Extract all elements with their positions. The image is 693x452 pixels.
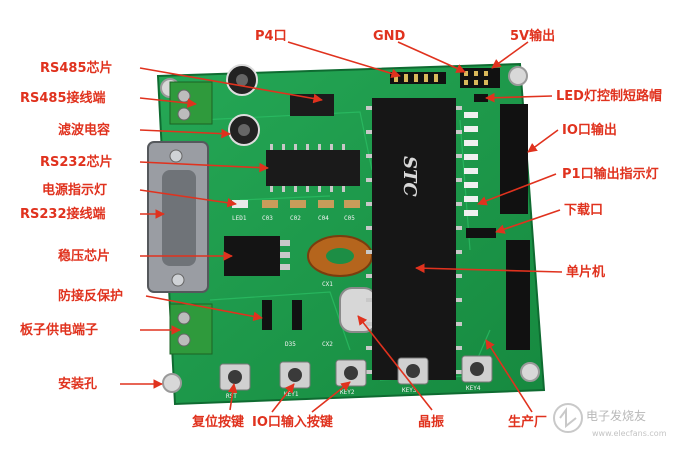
push-buttons: RST KEY1 KEY2 KEY3 KEY4: [219, 355, 493, 400]
download-header: [466, 228, 496, 238]
silk-c02: C02: [290, 215, 301, 222]
arrow-io-out: [527, 129, 559, 153]
label-download: 下载口: [564, 202, 603, 218]
toroidal-inductor: [307, 235, 373, 277]
arrow-gnd: [397, 41, 466, 73]
watermark-site: www.elecfans.com: [592, 429, 667, 438]
label-power-terminal: 板子供电端子: [20, 322, 98, 338]
watermark-brand: 电子发烧友: [586, 408, 646, 423]
label-rs485-terminal: RS485接线端: [20, 90, 106, 106]
rs232-chip: [266, 144, 360, 192]
label-p1-led: P1口输出指示灯: [562, 166, 659, 182]
silk-cx1: CX1: [322, 281, 333, 288]
label-rs232-terminal: RS232接线端: [20, 206, 106, 222]
arrow-p4: [287, 41, 401, 79]
label-reset-key: 复位按键: [191, 414, 244, 430]
label-rs232-chip: RS232芯片: [40, 154, 113, 170]
arrow-led-jumper: [485, 92, 553, 103]
label-mount-hole: 安装孔: [58, 376, 97, 392]
led-jumper-cap: [474, 94, 488, 102]
label-production: 生产厂: [508, 414, 547, 430]
label-p4: P4口: [255, 29, 287, 44]
silk-key4: KEY4: [466, 385, 481, 392]
label-filter-cap: 滤波电容: [58, 122, 110, 138]
arrow-power-led: [139, 189, 237, 208]
label-mcu: 单片机: [566, 264, 605, 280]
label-led-jumper: LED灯控制短路帽: [556, 88, 662, 104]
arrow-mcu: [415, 263, 563, 274]
key1-button: KEY1: [279, 361, 311, 398]
rs485-chip: [290, 94, 334, 116]
chip-brand-text: STC: [399, 156, 420, 197]
silk-cx2: CX2: [322, 341, 333, 348]
label-power-led: 电源指示灯: [42, 182, 107, 198]
arrow-p1-led: [477, 173, 557, 206]
silk-d35: D35: [285, 341, 296, 348]
arrow-rs232-chip: [139, 161, 269, 173]
silk-c05: C05: [344, 215, 355, 222]
watermark: 电子发烧友 www.elecfans.com: [553, 403, 667, 438]
arrow-rs485-terminal: [139, 97, 197, 108]
reverse-protection-diodes: D35: [262, 300, 302, 348]
arrow-io-key-1: [271, 383, 295, 413]
label-rs485-chip: RS485芯片: [40, 60, 113, 76]
smd-component-row: LED1 C03 C02 C04 C05: [232, 200, 360, 222]
label-crystal: 晶振: [418, 414, 444, 430]
arrow-reverse-protect: [145, 295, 263, 322]
label-io-key: IO口输入按键: [252, 414, 333, 430]
arrow-filter-cap: [139, 128, 231, 139]
silk-key3: KEY3: [402, 387, 417, 394]
top-pin-headers: [390, 68, 500, 88]
arrow-5v: [491, 41, 529, 69]
arrow-reset: [227, 383, 238, 411]
p1-led-column: [464, 112, 478, 216]
key2-button: KEY2: [335, 359, 367, 396]
arrow-crystal: [357, 315, 433, 411]
io-output-headers: [500, 104, 530, 350]
mcu-chip: STC: [366, 98, 462, 380]
label-io-output: IO口输出: [562, 122, 617, 138]
annotation-labels: P4口 GND 5V输出 RS485芯片 RS485接线端 滤波电容 RS232…: [20, 28, 662, 430]
silk-key1: KEY1: [284, 391, 299, 398]
board-power-terminal: [169, 303, 213, 355]
label-reverse-protect: 防接反保护: [58, 288, 123, 304]
silk-led1: LED1: [232, 215, 247, 222]
watermark-logo: [553, 403, 583, 433]
silk-c03: C03: [262, 215, 273, 222]
arrow-production: [485, 339, 533, 413]
regulator-chip: [224, 236, 290, 276]
arrow-rs485-chip: [139, 67, 323, 104]
key4-button: KEY4: [461, 355, 493, 392]
label-regulator: 稳压芯片: [58, 248, 110, 264]
silk-key2: KEY2: [340, 389, 355, 396]
label-5v-output: 5V输出: [510, 28, 555, 44]
silk-c04: C04: [318, 215, 329, 222]
arrow-download: [495, 209, 561, 234]
annotation-arrows: [120, 41, 563, 413]
arrow-io-key-2: [311, 381, 351, 413]
label-gnd: GND: [373, 29, 406, 44]
